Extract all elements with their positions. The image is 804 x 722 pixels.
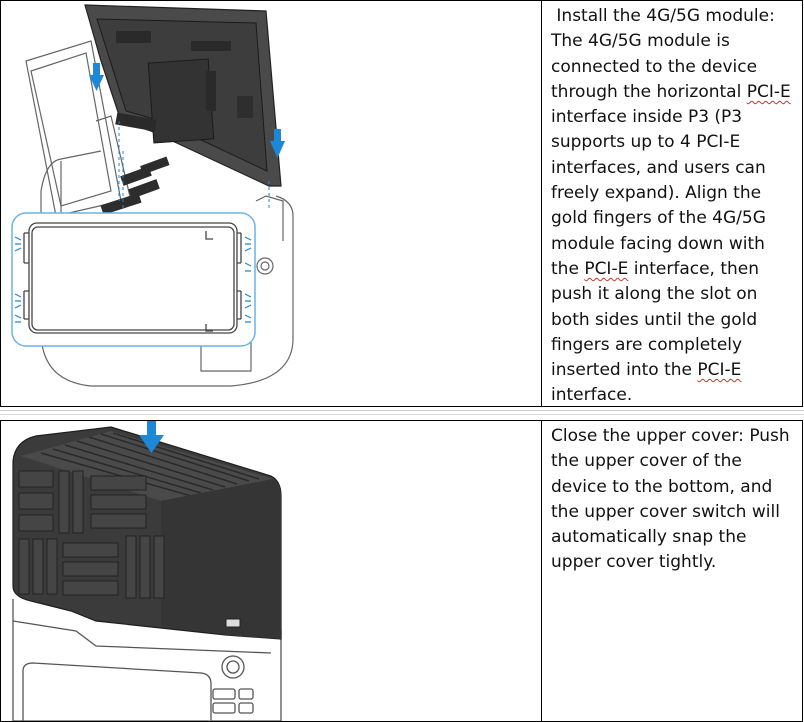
table-separator — [0, 407, 804, 420]
install-module-text: Install the 4G/5G module: The 4G/5G modu… — [551, 6, 791, 406]
close-cover-description: Close the upper cover: Push the upper co… — [541, 421, 802, 721]
install-module-description: Install the 4G/5G module: The 4G/5G modu… — [541, 1, 802, 406]
close-cover-text: Close the upper cover: Push the upper co… — [551, 426, 790, 573]
close-cover-illustration — [1, 421, 541, 721]
arrow-down-icon — [89, 75, 104, 91]
arrow-down-icon — [270, 141, 285, 158]
arrow-down-icon — [139, 435, 164, 453]
install-module-illustration — [1, 1, 541, 406]
step-row-install-module: Install the 4G/5G module: The 4G/5G modu… — [0, 0, 803, 407]
step-row-close-cover: Close the upper cover: Push the upper co… — [0, 420, 803, 722]
